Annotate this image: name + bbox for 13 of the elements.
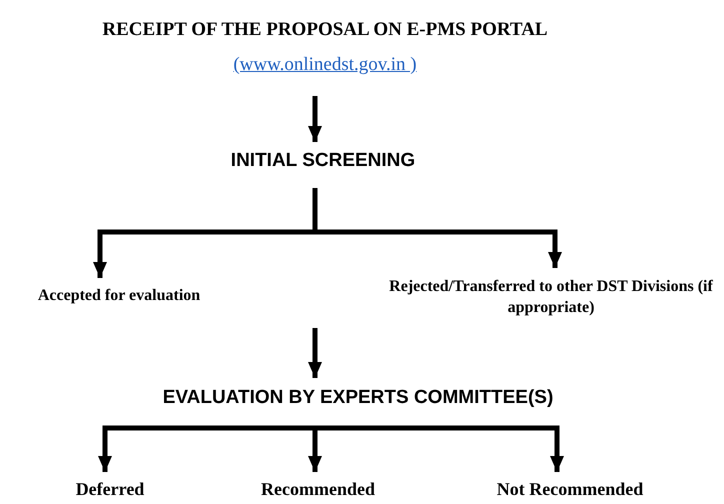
outcome-label: Accepted for evaluation [38, 286, 200, 306]
arrow [98, 425, 318, 472]
title-text: RECEIPT OF THE PROPOSAL ON E-PMS PORTAL [102, 18, 548, 42]
outcome-label: Deferred [76, 478, 144, 502]
outcome-label: Recommended [261, 478, 375, 502]
step-heading: EVALUATION BY EXPERTS COMMITTEE(S) [162, 386, 554, 410]
arrow [308, 96, 322, 142]
website-link: (www.onlinedst.gov.in ) [233, 54, 417, 76]
outcome-label: Rejected/Transferred to other DST Divisions (if appropriate) [388, 277, 714, 318]
outcome-label: Not Recommended [496, 478, 644, 502]
arrow [312, 424, 564, 472]
step-heading: INITIAL SCREENING [230, 148, 416, 173]
arrow [308, 328, 322, 378]
